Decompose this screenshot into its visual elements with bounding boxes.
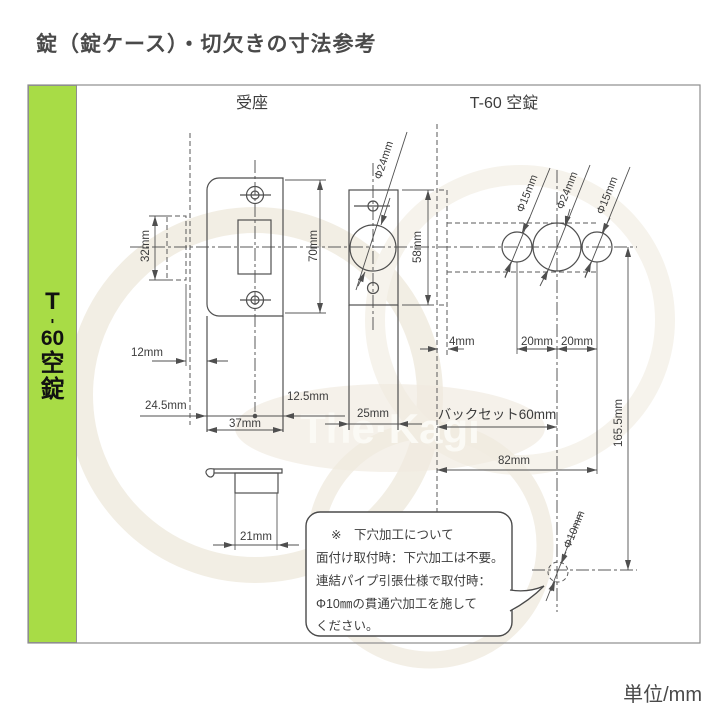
note-line: ※ 下穴加工について [331, 527, 454, 542]
case-main-hole [349, 224, 397, 272]
dim-case-height: 58mm [412, 231, 424, 263]
hole-24-mid [532, 222, 582, 272]
latch-bolt-drawing [205, 468, 283, 494]
screw-hole-top [240, 185, 271, 205]
note-callout: ※ 下穴加工について 面付け取付時：下穴加工は不要。 連結パイプ引張仕様で取付時… [305, 511, 545, 637]
lock-type-sidebar: T - 60 空 錠 [28, 85, 77, 643]
dim-edge-gap: 4mm [449, 336, 475, 348]
dim-case-hole-dia: Φ24mm [372, 140, 396, 181]
sidebar-char: 空 [40, 350, 65, 377]
screw-hole-bottom [240, 290, 271, 310]
dim-plate-width: 37mm [229, 418, 261, 430]
sidebar-char: 60 [40, 327, 65, 350]
note-line: ください。 [316, 619, 379, 633]
dim-plate-height: 70mm [308, 230, 320, 262]
unit-label: 単位/mm [623, 684, 702, 706]
lock-case-drawing [348, 189, 399, 430]
centerlines [130, 160, 637, 612]
dim-notch-depth: 12mm [131, 347, 163, 359]
note-line: 面付け取付時：下穴加工は不要。 [316, 550, 504, 565]
strike-plate-label: 受座 [236, 94, 268, 112]
sidebar-char: 錠 [40, 376, 65, 403]
leader-lines [355, 131, 631, 602]
note-line: 連結パイプ引張仕様で取付時： [316, 573, 491, 588]
dim-center-to-left: 24.5mm [145, 400, 187, 412]
latch-hole [237, 219, 272, 275]
note-line: Φ10㎜の貫通穴加工を施して [316, 596, 477, 611]
dim-backset: バックセット60mm [438, 407, 557, 422]
case-screw-hole-bottom [366, 281, 380, 295]
dim-latch-width: 21mm [240, 531, 272, 543]
dim-hole-pitch-left: 20mm [521, 336, 553, 348]
dim-total-depth: 82mm [498, 455, 530, 467]
dim-case-width: 25mm [357, 408, 389, 420]
sidebar-char: - [44, 318, 62, 324]
lock-case-label: T-60 空錠 [470, 94, 538, 112]
dim-lower-hole-distance: 165.5mm [613, 399, 625, 447]
dim-through-hole: Φ10mm [562, 509, 588, 550]
dim-notch-height: 32mm [140, 230, 152, 262]
extension-lines [149, 179, 598, 550]
dimension-lines [140, 180, 631, 570]
dim-center-to-right: 12.5mm [287, 391, 329, 403]
through-hole-circle [547, 561, 569, 583]
dim-hole-pitch-right: 20mm [561, 336, 593, 348]
page-title: 錠（錠ケース）・切欠きの寸法参考 [36, 33, 377, 56]
strike-plate-drawing [206, 177, 284, 432]
sidebar-char: T [45, 288, 60, 315]
